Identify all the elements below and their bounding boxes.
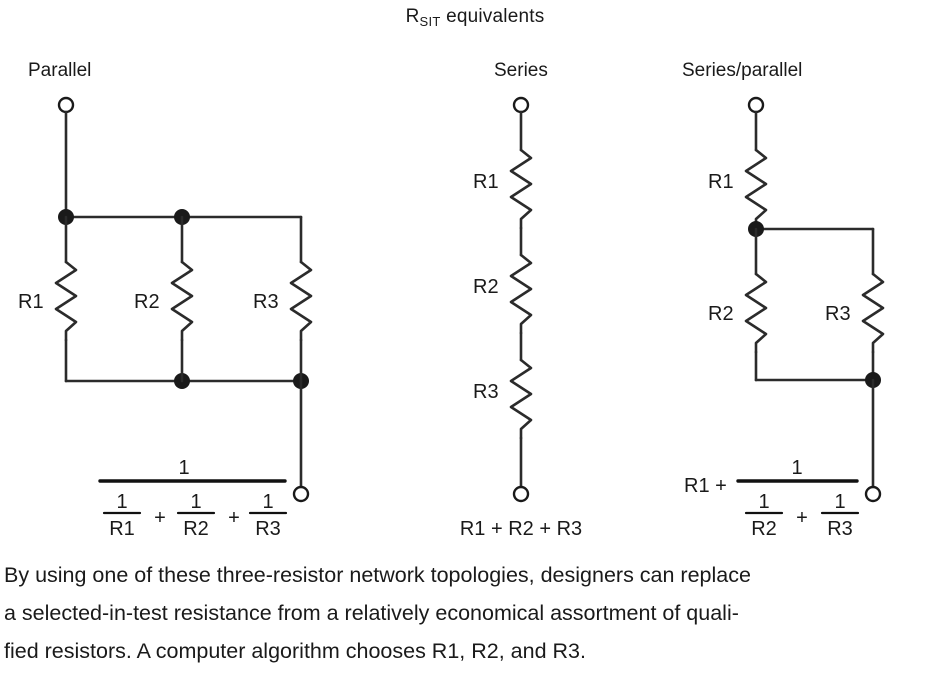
column-heading-parallel: Parallel	[28, 60, 92, 81]
formula-parallel-term2-num: 1	[190, 491, 201, 513]
circuit-series-parallel: R1 R2 R3	[708, 96, 885, 503]
formula-sp-term2-num: 1	[834, 491, 845, 513]
zigzag-r2	[170, 260, 194, 342]
figure-title: RSIT equivalents	[0, 6, 950, 29]
formula-parallel-term3-num: 1	[262, 491, 273, 513]
label-sp-r2: R2	[708, 303, 734, 325]
terminal-top-parallel	[57, 96, 75, 114]
resistor-sp-r3: R3	[825, 227, 885, 382]
zigzag-series-r2	[509, 253, 533, 335]
formula-sp-operator: +	[796, 507, 808, 529]
figure-title-subscript: SIT	[419, 14, 441, 29]
resistor-parallel-r2: R2	[134, 215, 194, 383]
label-parallel-r1: R1	[18, 291, 44, 313]
formula-series: R1 + R2 + R3	[460, 518, 582, 540]
zigzag-r3	[289, 260, 313, 342]
caption-line-3: fied resistors. A computer algorithm cho…	[4, 639, 586, 663]
zigzag-sp-r2	[744, 272, 768, 354]
label-parallel-r3: R3	[253, 291, 279, 313]
formula-sp-prefix: R1 +	[684, 475, 727, 497]
circuit-parallel: R1 R2 R3	[18, 96, 313, 503]
label-parallel-r2: R2	[134, 291, 160, 313]
resistor-sp-r2: R2	[708, 227, 768, 382]
column-heading-series-parallel: Series/parallel	[682, 60, 803, 81]
column-heading-series: Series	[494, 60, 548, 81]
zigzag-r1	[54, 260, 78, 342]
figure-title-tail: equivalents	[440, 6, 545, 27]
formula-parallel-term2-den: R2	[183, 518, 209, 540]
resistor-parallel-r3: R3	[253, 215, 313, 383]
terminal-top-series-parallel	[747, 96, 765, 114]
formula-parallel-numerator: 1	[178, 457, 189, 479]
resistor-series-r3: R3	[473, 358, 533, 440]
resistor-sp-r1: R1	[708, 148, 768, 230]
caption-line-2: a selected-in-test resistance from a rel…	[4, 601, 739, 625]
formula-sp-term1-num: 1	[758, 491, 769, 513]
formula-parallel-term3-den: R3	[255, 518, 281, 540]
resistor-parallel-r1: R1	[18, 215, 78, 383]
zigzag-sp-r1	[744, 148, 768, 230]
circuit-series: R1 R2 R3	[473, 96, 533, 503]
figure-caption: By using one of these three-resistor net…	[4, 556, 948, 670]
resistor-series-r1: R1	[473, 148, 533, 230]
label-sp-r1: R1	[708, 171, 734, 193]
zigzag-series-r1	[509, 148, 533, 230]
zigzag-sp-r3	[861, 272, 885, 354]
figure-title-main: R	[405, 6, 420, 27]
terminal-bottom-parallel	[292, 485, 310, 503]
formula-parallel-term1-den: R1	[109, 518, 135, 540]
terminal-top-series	[512, 96, 530, 114]
label-sp-r3: R3	[825, 303, 851, 325]
label-series-r2: R2	[473, 276, 499, 298]
caption-line-1: By using one of these three-resistor net…	[4, 563, 751, 587]
zigzag-series-r3	[509, 358, 533, 440]
formula-sp-numerator: 1	[791, 457, 802, 479]
formula-parallel: 1 1 R1 + 1 R2 + 1 R3	[98, 457, 288, 540]
formula-sp-term2-den: R3	[827, 518, 853, 540]
terminal-bottom-series	[512, 485, 530, 503]
circuit-diagrams: R1 R2 R3 1 1 R1	[18, 96, 885, 540]
formula-sp-term1-den: R2	[751, 518, 777, 540]
formula-parallel-term1-num: 1	[116, 491, 127, 513]
formula-series-parallel: R1 + 1 1 R2 + 1 R3	[684, 457, 860, 540]
resistor-series-r2: R2	[473, 253, 533, 335]
formula-parallel-operator-1: +	[154, 507, 166, 529]
terminal-bottom-series-parallel	[864, 485, 882, 503]
formula-parallel-operator-2: +	[228, 507, 240, 529]
label-series-r1: R1	[473, 171, 499, 193]
label-series-r3: R3	[473, 381, 499, 403]
